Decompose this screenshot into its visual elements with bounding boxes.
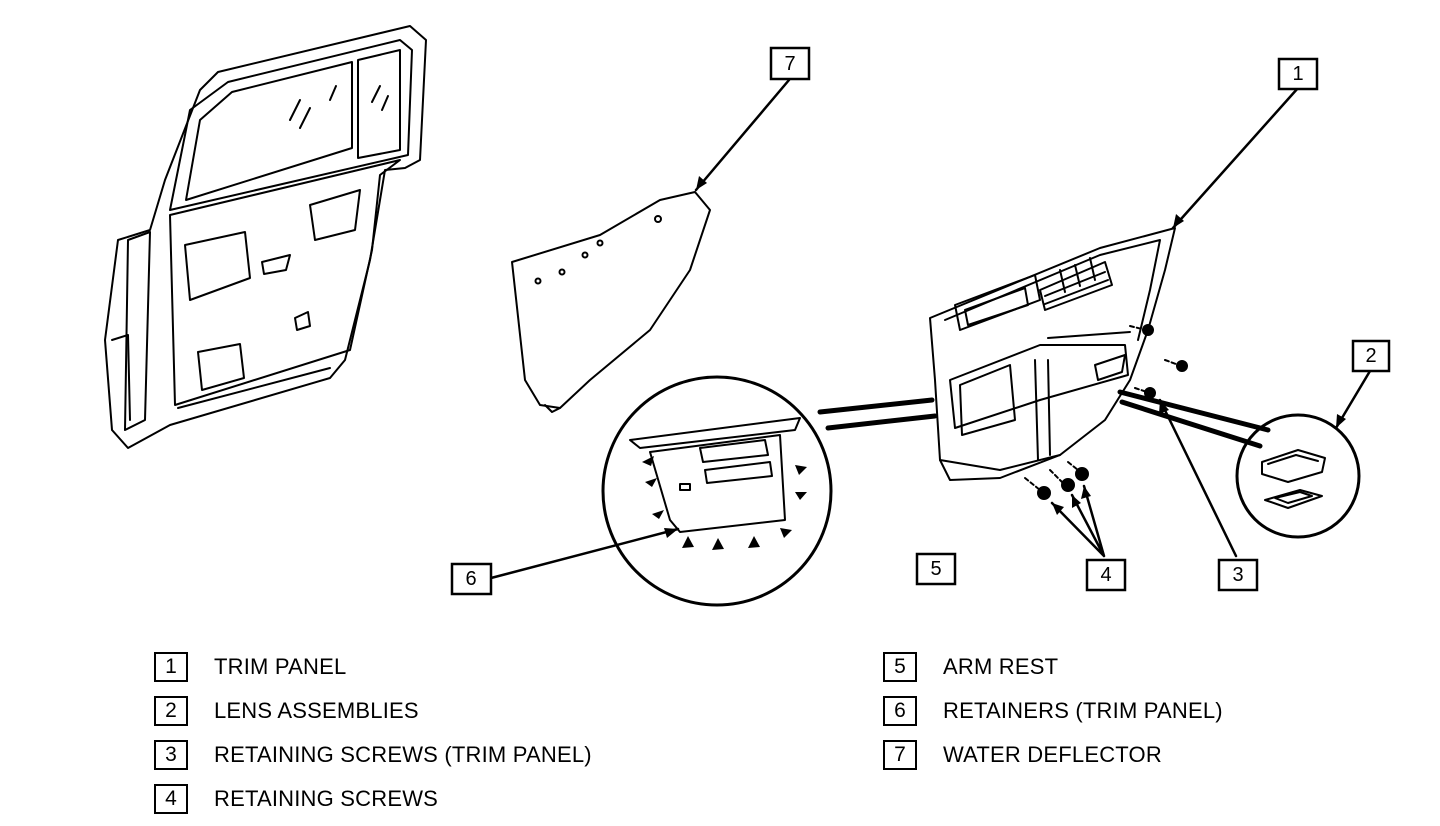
callout-1: 1 bbox=[1277, 57, 1319, 91]
legend-label: RETAINING SCREWS (TRIM PANEL) bbox=[214, 742, 592, 767]
callout-3-number: 3 bbox=[1232, 564, 1243, 586]
legend-label: WATER DEFLECTOR bbox=[943, 742, 1162, 767]
callout-3: 3 bbox=[1217, 558, 1259, 592]
callout-5-number: 5 bbox=[930, 558, 941, 580]
legend-item-retaining-screws: 4 RETAINING SCREWS bbox=[154, 784, 438, 814]
trim-panel-illustration bbox=[929, 227, 1176, 481]
lens-assemblies-detail-illustration bbox=[1117, 389, 1361, 539]
screw-armrest-3 bbox=[1075, 467, 1089, 481]
legend-item-trim-panel: 1 TRIM PANEL bbox=[154, 652, 346, 682]
callout-2-number: 2 bbox=[1365, 345, 1376, 367]
callout-4-number: 4 bbox=[1100, 564, 1111, 586]
water-deflector-illustration bbox=[511, 191, 711, 413]
legend-number: 3 bbox=[154, 740, 188, 770]
legend-number: 4 bbox=[154, 784, 188, 814]
legend-number: 1 bbox=[154, 652, 188, 682]
legend-item-arm-rest: 5 ARM REST bbox=[883, 652, 1058, 682]
legend-item-retainers-trim-panel: 6 RETAINERS (TRIM PANEL) bbox=[883, 696, 1223, 726]
callout-1-number: 1 bbox=[1292, 63, 1303, 85]
retainers-detail-illustration bbox=[601, 375, 938, 607]
legend-label: LENS ASSEMBLIES bbox=[214, 698, 419, 723]
legend-item-water-deflector: 7 WATER DEFLECTOR bbox=[883, 740, 1162, 770]
callout-4: 4 bbox=[1085, 558, 1127, 592]
screws-illustration bbox=[1024, 324, 1188, 500]
callout-6: 6 bbox=[450, 562, 493, 596]
screw-armrest-2 bbox=[1061, 478, 1075, 492]
legend-item-retaining-screws-trim-panel: 3 RETAINING SCREWS (TRIM PANEL) bbox=[154, 740, 592, 770]
callout-7: 7 bbox=[769, 46, 811, 81]
legend-number: 5 bbox=[883, 652, 917, 682]
callout-7-number: 7 bbox=[784, 53, 795, 75]
screw-trim-right bbox=[1176, 360, 1188, 372]
legend-label: RETAINERS (TRIM PANEL) bbox=[943, 698, 1223, 723]
door-frame-illustration bbox=[104, 25, 427, 449]
door-trim-diagram: 1 2 3 4 5 6 7 bbox=[104, 25, 1391, 607]
legend-item-lens-assemblies: 2 LENS ASSEMBLIES bbox=[154, 696, 419, 726]
callout-2: 2 bbox=[1351, 339, 1391, 373]
legend-number: 6 bbox=[883, 696, 917, 726]
screw-trim-lower bbox=[1144, 387, 1156, 399]
legend-number: 7 bbox=[883, 740, 917, 770]
leader-lines bbox=[489, 78, 1372, 580]
callout-5: 5 bbox=[915, 552, 957, 586]
legend-label: ARM REST bbox=[943, 654, 1059, 679]
leader-arrowheads bbox=[664, 176, 1346, 538]
screw-trim-upper bbox=[1142, 324, 1154, 336]
callout-6-number: 6 bbox=[465, 568, 476, 590]
screw-armrest-1 bbox=[1037, 486, 1051, 500]
legend-number: 2 bbox=[154, 696, 188, 726]
legend-label: TRIM PANEL bbox=[214, 654, 347, 679]
legend-label: RETAINING SCREWS bbox=[214, 786, 439, 811]
